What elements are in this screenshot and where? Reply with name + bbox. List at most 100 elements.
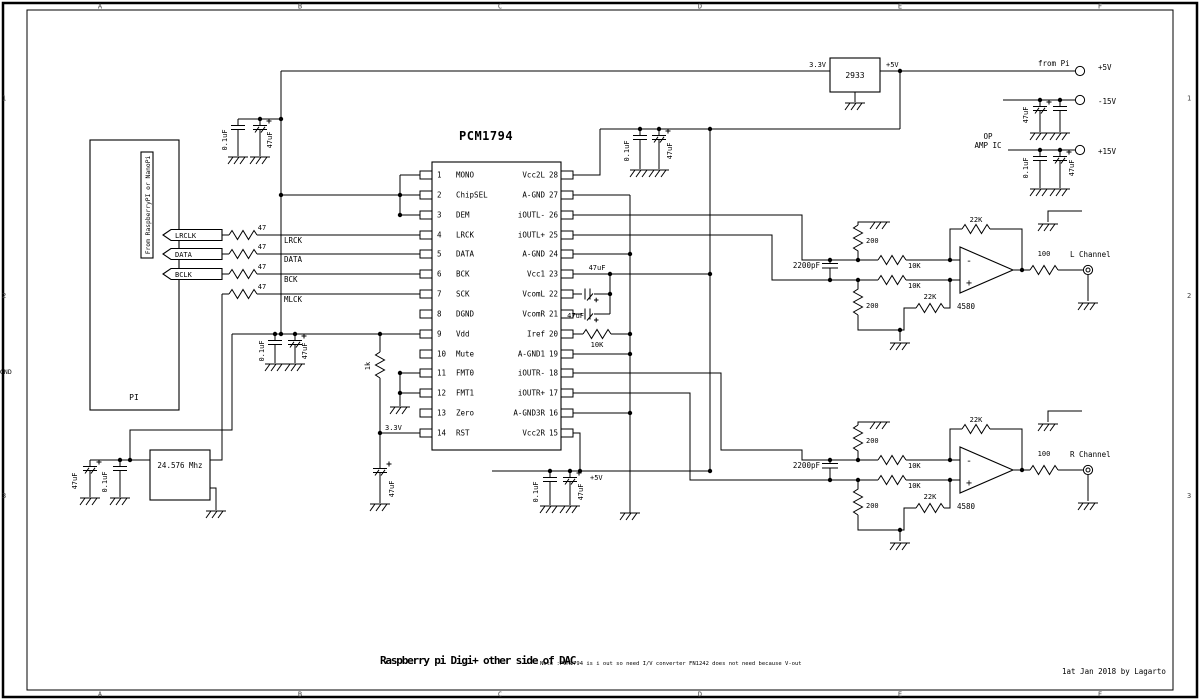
svg-text:BCK: BCK bbox=[456, 270, 470, 279]
svg-text:DGND: DGND bbox=[456, 310, 475, 319]
svg-text:27: 27 bbox=[549, 191, 558, 200]
opamp-ic-note-line2: AMP IC bbox=[974, 141, 1001, 150]
r47-value-3: 47 bbox=[258, 263, 266, 271]
svg-text:iOUTR-: iOUTR- bbox=[518, 369, 545, 378]
flag-lrclk-label: LRCLK bbox=[175, 232, 197, 240]
svg-text:A: A bbox=[98, 691, 103, 699]
power-connectors bbox=[1074, 65, 1086, 156]
oscillator-24mhz: 24.576 Mhz bbox=[149, 449, 211, 501]
svg-text:Iref: Iref bbox=[527, 330, 545, 339]
svg-text:SCK: SCK bbox=[456, 290, 470, 299]
svg-text:1: 1 bbox=[2, 95, 6, 103]
regulator-out-label: +5V bbox=[886, 61, 899, 69]
resistor-1k-value: 1k bbox=[364, 361, 372, 370]
flag-bclk-label: BCLK bbox=[175, 271, 193, 279]
r47-value-4: 47 bbox=[258, 283, 266, 291]
svg-text:Vdd: Vdd bbox=[456, 330, 470, 339]
svg-text:12: 12 bbox=[437, 389, 446, 398]
svg-text:2: 2 bbox=[1187, 292, 1191, 300]
svg-text:C: C bbox=[498, 691, 502, 699]
svg-text:5: 5 bbox=[437, 250, 442, 259]
svg-text:A: A bbox=[98, 3, 103, 11]
ic-body bbox=[431, 161, 562, 451]
cap-47-label-2: 47uF bbox=[301, 343, 309, 360]
sheet-inner-border bbox=[26, 9, 1174, 691]
rst-33v-label: 3.3V bbox=[385, 424, 403, 432]
svg-text:A-GND1: A-GND1 bbox=[518, 350, 545, 359]
net-labels: LRCK DATA BCK MLCK 47 47 47 47 bbox=[258, 224, 303, 304]
svg-text:Vcc1: Vcc1 bbox=[527, 270, 545, 279]
svg-text:2: 2 bbox=[2, 292, 6, 300]
flag-bclk bbox=[162, 267, 223, 281]
cap-01-label-2: 0.1uF bbox=[258, 340, 266, 361]
svg-text:24: 24 bbox=[549, 250, 559, 259]
svg-text:15: 15 bbox=[549, 429, 558, 438]
svg-text:MONO: MONO bbox=[456, 171, 475, 180]
sheet-note: Note :PCM1794 is i out so need I/V conve… bbox=[540, 661, 802, 667]
svg-text:DEM: DEM bbox=[456, 211, 470, 220]
opamp-ic-note-line1: OP bbox=[983, 132, 993, 141]
vcom-capacitors bbox=[584, 288, 599, 323]
svg-text:ChipSEL: ChipSEL bbox=[456, 191, 488, 200]
regulator-name: 2933 bbox=[845, 71, 864, 80]
svg-text:16: 16 bbox=[549, 409, 559, 418]
svg-text:RST: RST bbox=[456, 429, 470, 438]
cap-01-label-3: 0.1uF bbox=[623, 140, 631, 161]
sheet-grid-labels: A B C D E F A B C D E F 1 2 3 1 2 3 GND bbox=[0, 3, 1191, 699]
cap-47-vcoml: 47uF bbox=[589, 264, 606, 272]
svg-text:VcomR: VcomR bbox=[522, 310, 545, 319]
svg-text:E: E bbox=[898, 691, 902, 699]
svg-text:F: F bbox=[1098, 3, 1102, 11]
minus15v-connector bbox=[1074, 94, 1086, 106]
bottom-5v-label: +5V bbox=[590, 474, 603, 482]
svg-text:A-GND: A-GND bbox=[522, 250, 545, 259]
svg-text:FMT0: FMT0 bbox=[456, 369, 475, 378]
power-labels: from Pi +5V -15V +15V OP AMP IC bbox=[974, 59, 1116, 156]
svg-text:1: 1 bbox=[1187, 95, 1191, 103]
svg-text:19: 19 bbox=[549, 350, 558, 359]
svg-text:DATA: DATA bbox=[456, 250, 475, 259]
right-channel-amp bbox=[793, 411, 1098, 550]
svg-text:13: 13 bbox=[437, 409, 446, 418]
component-value-labels: 0.1uF 47uF 0.1uF 47uF 0.1uF 47uF 0.1uF 4… bbox=[71, 107, 1076, 503]
svg-text:Zero: Zero bbox=[456, 409, 475, 418]
net-data: DATA bbox=[284, 255, 303, 264]
svg-text:3: 3 bbox=[2, 492, 6, 500]
net-lrck: LRCK bbox=[284, 236, 303, 245]
gnd-edge-label: GND bbox=[0, 368, 12, 376]
sheet-title: Raspberry pi Digi+ other side of DAC bbox=[380, 654, 576, 667]
flag-data bbox=[162, 247, 223, 261]
cap-47-vcomr: 47uF bbox=[567, 312, 584, 320]
svg-text:17: 17 bbox=[549, 389, 558, 398]
svg-text:28: 28 bbox=[549, 171, 559, 180]
svg-text:3: 3 bbox=[1187, 492, 1191, 500]
ic-pin-stubs bbox=[419, 170, 574, 438]
cap-01-label-4: 0.1uF bbox=[532, 481, 540, 502]
svg-text:3: 3 bbox=[437, 211, 442, 220]
svg-text:20: 20 bbox=[549, 330, 559, 339]
pi-source-label-box bbox=[140, 151, 154, 259]
regulator-in-label: 3.3V bbox=[809, 61, 827, 69]
cap-47-label-m15: 47uF bbox=[1022, 107, 1030, 124]
svg-text:iOUTR+: iOUTR+ bbox=[518, 389, 546, 398]
plus15v-connector bbox=[1074, 144, 1086, 156]
svg-text:B: B bbox=[298, 691, 302, 699]
sheet-credit: 1at Jan 2018 by Lagarto bbox=[1062, 667, 1166, 676]
svg-text:FMT1: FMT1 bbox=[456, 389, 474, 398]
svg-text:26: 26 bbox=[549, 211, 559, 220]
pi-label: PI bbox=[129, 393, 139, 402]
svg-text:F: F bbox=[1098, 691, 1102, 699]
svg-text:Mute: Mute bbox=[456, 350, 475, 359]
net-mlck: MLCK bbox=[284, 295, 303, 304]
cap-01-label-p15: 0.1uF bbox=[1022, 157, 1030, 178]
svg-text:iOUTL-: iOUTL- bbox=[518, 211, 545, 220]
regulator-body bbox=[829, 57, 881, 93]
cap-47-label-3: 47uF bbox=[666, 143, 674, 160]
regulator-2933: 2933 3.3V +5V bbox=[809, 57, 899, 93]
net-bck: BCK bbox=[284, 275, 298, 284]
svg-text:D: D bbox=[698, 691, 702, 699]
svg-text:4: 4 bbox=[437, 231, 442, 240]
cap-01-label-1: 0.1uF bbox=[221, 129, 229, 150]
